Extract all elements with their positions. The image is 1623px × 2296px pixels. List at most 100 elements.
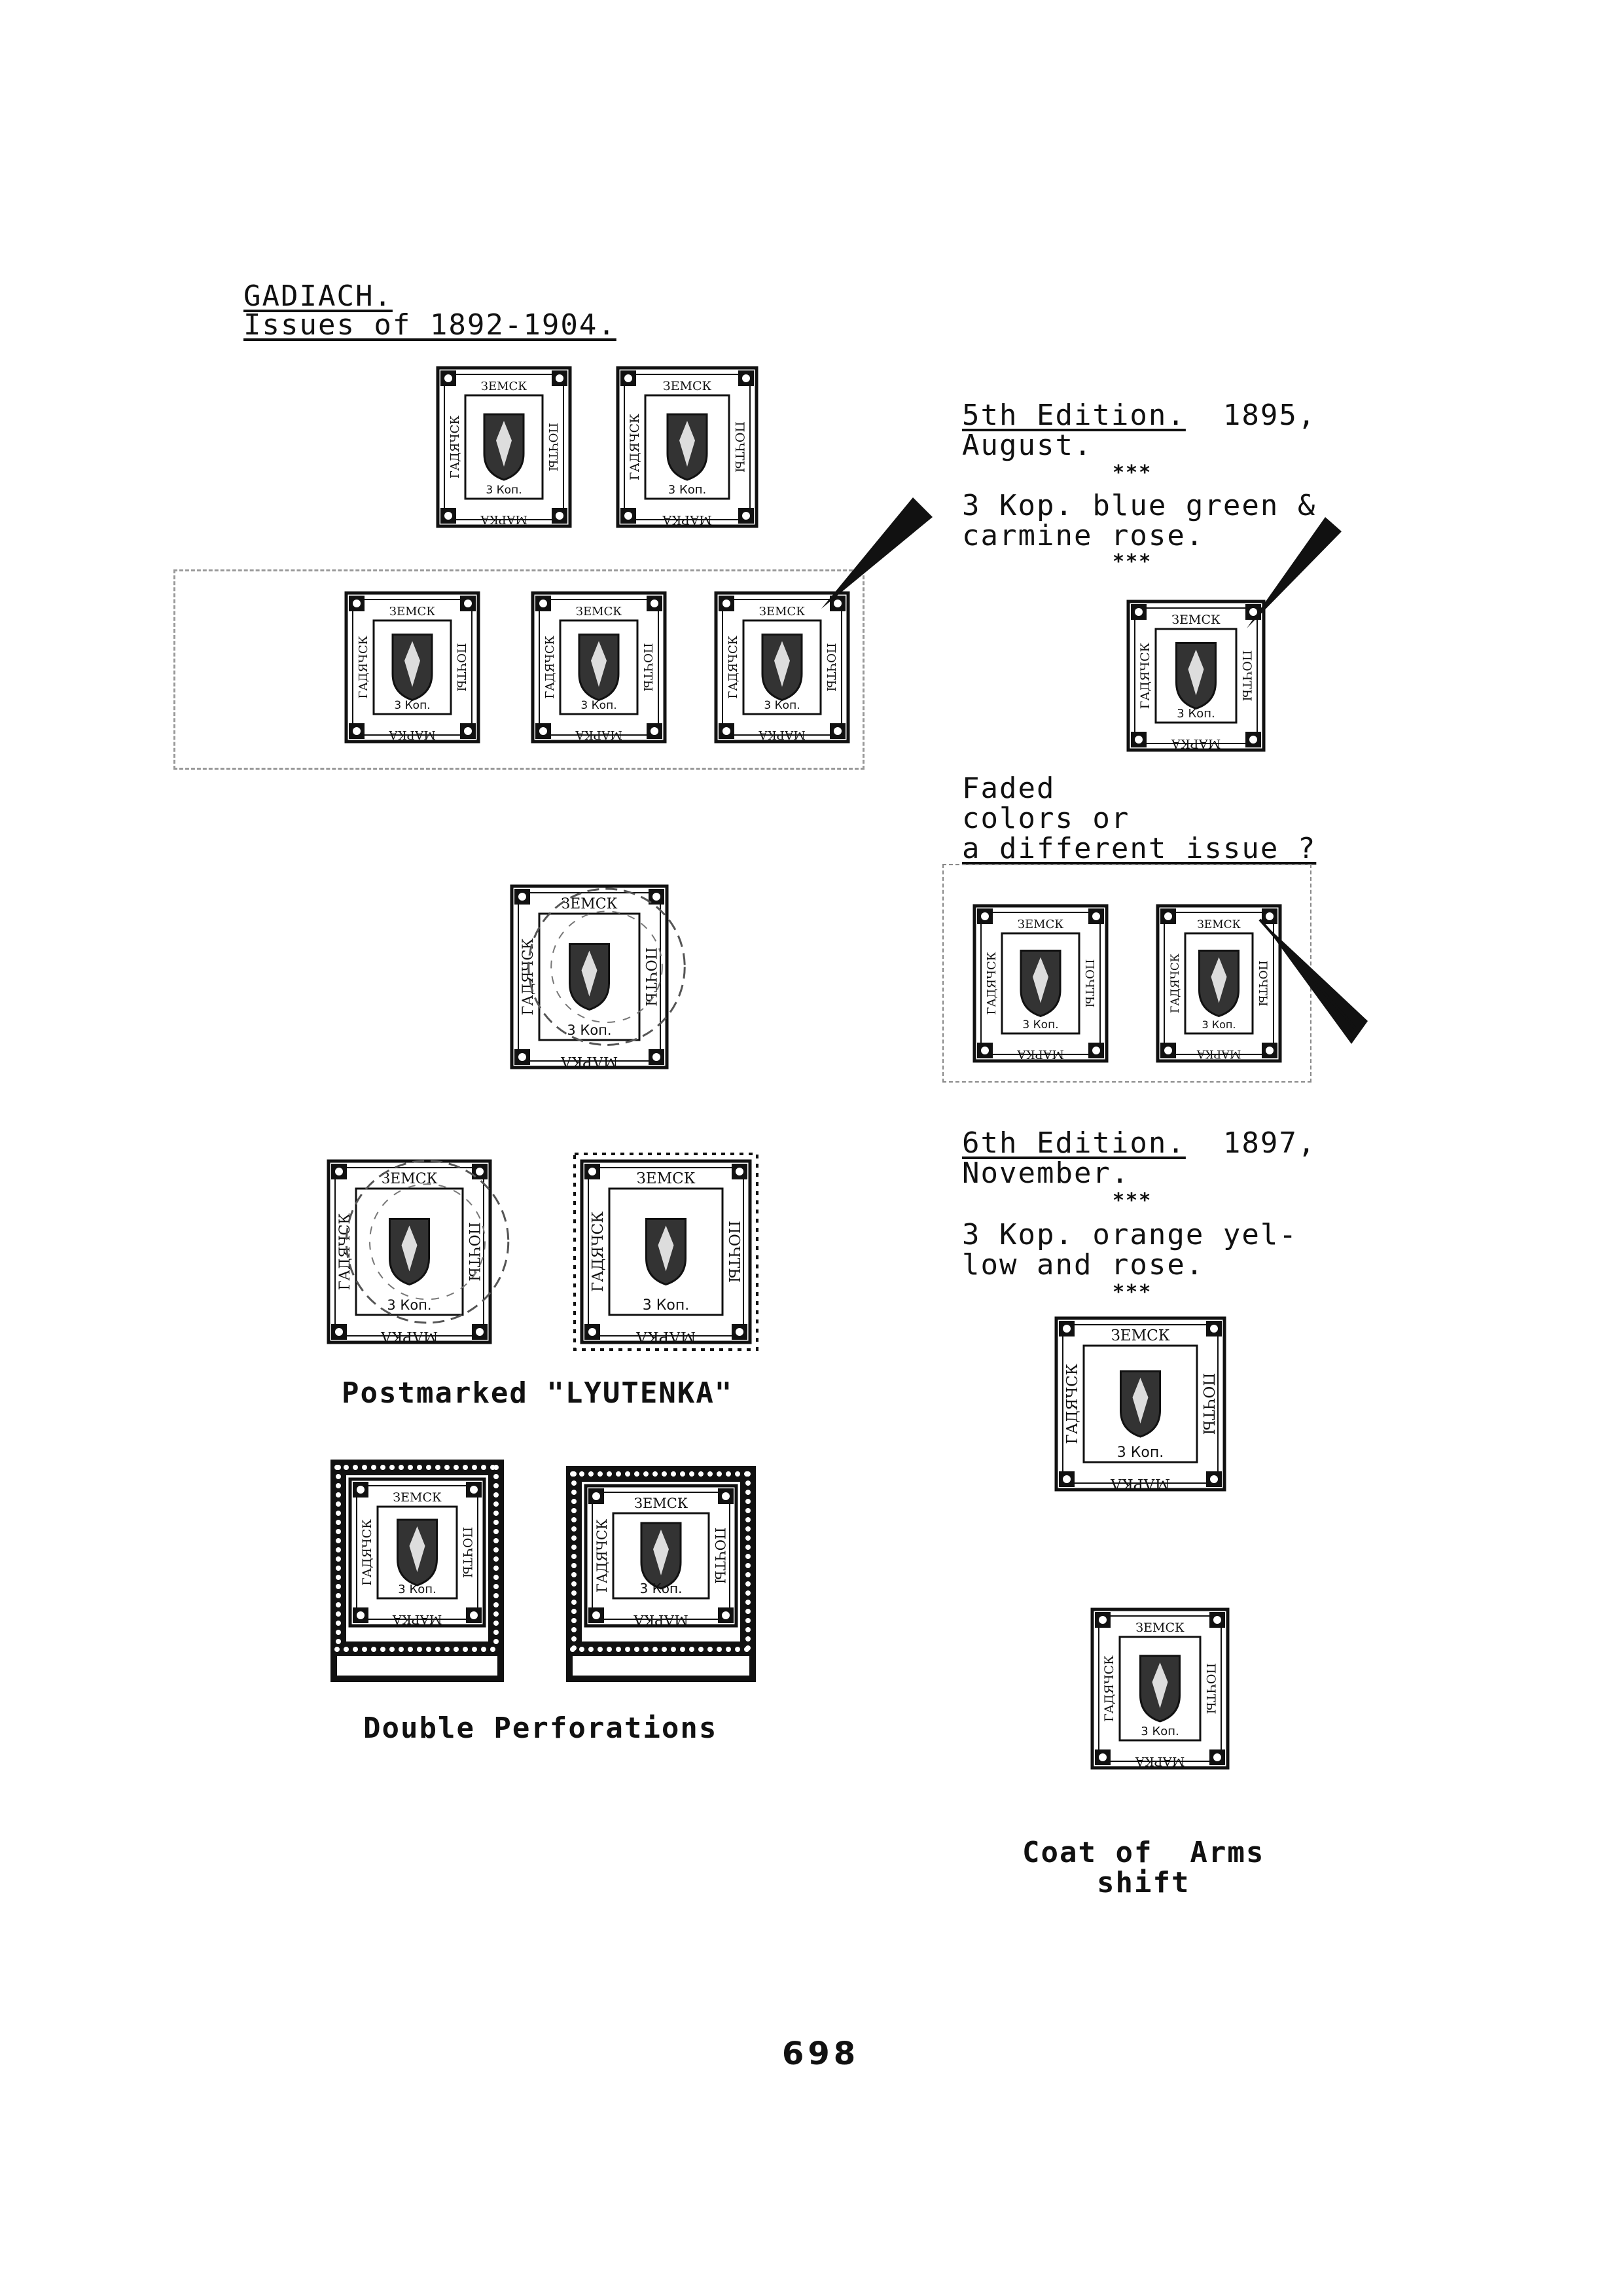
stamp-bottom-text: МАРКА [758,728,806,742]
stamp-value-text: 3 Коп. [580,699,616,712]
edition6-desc-line1: 3 Kop. orange yel- [962,1218,1298,1251]
stamp-value-text: 3 Коп. [668,483,706,497]
postmark-cancel [527,888,686,1046]
stamp-left-text: ГАДЯЧСК [448,416,462,478]
stamp-right-text: ПОЧТЫ [732,422,747,473]
page-number: 698 [782,2036,860,2072]
stamp-bottom-text: МАРКА [1197,1047,1241,1060]
pointer-arrow-5th-edition-single [1247,517,1342,628]
edition6-stars: *** [1113,1189,1152,1212]
stamp-value-text: 3 Коп. [486,484,522,497]
stamp-right-text: ПОЧТЫ [1200,1373,1217,1435]
stamp-top-text: ЗЕМСК [393,1490,442,1505]
stamp-right-text: ПОЧТЫ [1204,1663,1218,1714]
stamp-value-text: 3 Коп. [398,1583,436,1596]
postmark-cancel [345,1160,510,1324]
edition6-title: 6th Edition. [962,1126,1186,1160]
stamp-frame [1156,904,1282,1063]
stamp-top-text: ЗЕМСК [1135,1621,1185,1635]
stamp-frame [327,1159,492,1344]
stamp-left-text: ГАДЯЧСК [726,636,740,698]
stamp-value-text: 3 Коп. [1202,1018,1236,1031]
stamp-top-text: ЗЕМСК [663,379,712,393]
faded-line2: colors or [962,802,1130,835]
stamp-frame [580,1159,752,1344]
stamp-left-text: ГАДЯЧСК [1064,1363,1081,1444]
stamp-right-text: ПОЧТЫ [725,1221,742,1283]
stamp-top-text: ЗЕМСК [1111,1327,1169,1344]
stamp-value-text: 3 Коп. [567,1022,611,1038]
stamp-top-text: ЗЕМСК [1171,613,1221,627]
stamp-value-text: 3 Коп. [394,699,430,712]
stamp-top-text: ЗЕМСК [389,605,436,619]
caption-double-perforations: Double Perforations [363,1712,718,1745]
stamp-frame [972,904,1109,1063]
stamp-right-text: ПОЧТЫ [1082,959,1096,1007]
edition5-desc-line1: 3 Kop. blue green & [962,489,1317,522]
stamp-frame [1090,1607,1230,1770]
edition5-heading: 5th Edition. 1895, [962,399,1316,432]
faded-line3: a different issue ? [962,832,1317,865]
stamp-frame [510,884,669,1069]
stamp-right-text: ПОЧТЫ [712,1528,728,1584]
stamp-frame [584,1484,738,1628]
stamp-right-text: ПОЧТЫ [642,947,658,1007]
stamp-left-text: ГАДЯЧСК [543,636,557,698]
stamp-left-text: ГАДЯЧСК [590,1211,607,1292]
perforation-holes [334,1465,499,1652]
stamp-left-text: ГАДЯЧСК [594,1519,610,1592]
stamp-right-text: ПОЧТЫ [465,1222,482,1282]
stamp-left-text: ГАДЯЧСК [985,952,999,1014]
stamp-left-text: ГАДЯЧСК [337,1213,353,1291]
stamp-right-text: ПОЧТЫ [641,643,654,691]
edition6-year: 1897, [1222,1126,1317,1160]
stamp-bottom-text: МАРКА [380,1328,438,1344]
stamp-frame [348,1477,486,1628]
edition6-heading: 6th Edition. 1897, [962,1127,1316,1160]
edition5-year: 1895, [1222,399,1317,432]
stamp-left-text: ГАДЯЧСК [1169,954,1182,1013]
stamp-top-text: ЗЕМСК [634,1496,688,1511]
edition6-month: November. [962,1157,1130,1190]
stamp-frame [436,366,572,528]
stamp-bottom-text: МАРКА [635,1328,696,1345]
page-subheading: Issues of 1892-1904. [243,308,616,342]
stamp-bottom-text: МАРКА [392,1612,442,1626]
stamp-left-text: ГАДЯЧСК [357,636,370,698]
stamp-left-text: ГАДЯЧСК [1138,642,1152,709]
stamp-top-text: ЗЕМСК [1018,918,1064,931]
edition5-title: 5th Edition. [962,399,1186,432]
stamp-bottom-text: МАРКА [1171,736,1221,751]
caption-postmarked: Postmarked "LYUTENKA" [342,1376,734,1410]
page-heading: GADIACH. [243,279,393,313]
pointer-arrow-5th-edition-strip [821,497,933,609]
stamp-right-text: ПОЧТЫ [454,643,468,691]
stamp-value-text: 3 Коп. [1022,1018,1058,1031]
stamp-top-text: ЗЕМСК [481,380,527,393]
stamp-top-text: ЗЕМСК [759,605,806,619]
stamp-bottom-text: МАРКА [560,1053,618,1069]
stamp-value-text: 3 Коп. [764,699,800,712]
edition6-stars2: *** [1113,1281,1152,1304]
stamp-value-text: 3 Коп. [643,1297,689,1314]
stamp-bottom-text: МАРКА [480,512,527,526]
stamp-bottom-text: МАРКА [1110,1475,1170,1492]
stamp-left-text: ГАДЯЧСК [1102,1655,1116,1722]
stamp-frame [531,591,667,744]
stamp-top-text: ЗЕМСК [561,896,617,912]
edition5-stars: *** [1113,461,1152,484]
stamp-bottom-text: МАРКА [633,1612,688,1628]
stamp-value-text: 3 Коп. [640,1581,683,1596]
stamp-left-text: ГАДЯЧСК [360,1519,374,1586]
stamp-top-text: ЗЕМСК [636,1170,695,1187]
pointer-line-faded-pair [1258,918,1356,1029]
